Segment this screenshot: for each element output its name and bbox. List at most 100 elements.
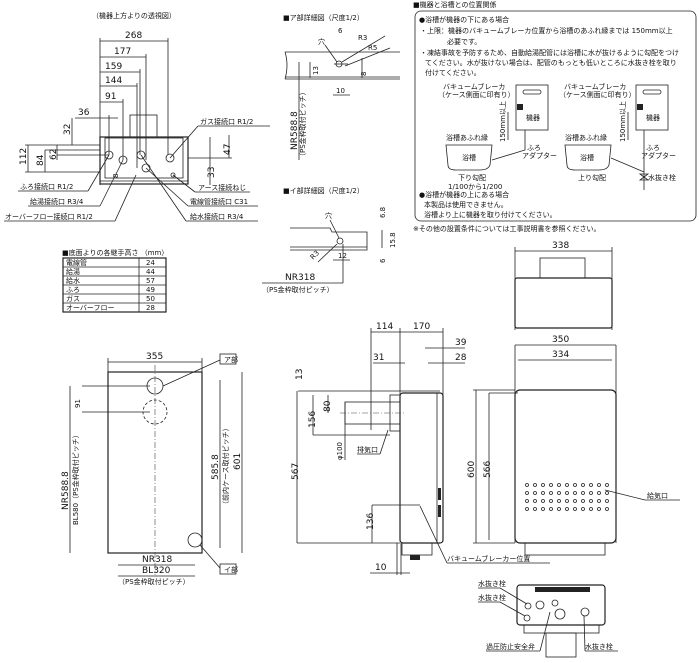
notes-drain: 水抜き栓	[648, 173, 676, 182]
notes-vb-note-right: （ケース側面に印有り）	[559, 90, 636, 99]
notes-rim-right: 浴槽あふれ縁	[565, 133, 607, 142]
dim-355: 355	[146, 352, 163, 362]
detail-b-6-8: 6.8	[379, 207, 387, 218]
table-cell-name: 給水	[66, 276, 80, 285]
side-view: 114 170 39 31 28 13 156 80 φ100 排気口 567 …	[291, 322, 550, 575]
detail-a-13: 13	[312, 66, 320, 75]
label-gas: ガス接続口 R1/2	[200, 117, 253, 126]
dim-334: 334	[552, 350, 569, 360]
notes-tub-right: 浴槽	[580, 153, 594, 162]
dim-28: 28	[455, 353, 467, 363]
detail-a-pitch: NR588.8	[290, 111, 300, 150]
dim-601: 601	[233, 453, 243, 470]
notes-vb-note-left: （ケース側面に印有り）	[438, 90, 515, 99]
notes-case2: ●浴槽が機器の上にある場合	[419, 190, 509, 199]
intake-grille	[525, 483, 609, 511]
dim-338: 338	[552, 241, 569, 251]
top-view: （機器上方よりの透視図） 268 177 159 144 91 36 112 8…	[4, 11, 270, 222]
notes-unit-left: 機器	[526, 113, 540, 122]
notes-adapter2-left: アダプター	[522, 151, 557, 160]
label-water: 給水接続口 R3/4	[190, 212, 244, 221]
notes-tub-left: 浴槽	[462, 153, 476, 162]
front-inner1: 585.8	[211, 454, 221, 480]
table-row: 給水 57	[66, 276, 155, 285]
table-cell-name: ガス	[66, 294, 80, 303]
dim-177: 177	[114, 47, 131, 57]
front-bottom3: （PS金枠取付ピッチ）	[118, 577, 190, 586]
dim-156: 156	[308, 411, 318, 428]
label-intake: 給気口	[647, 491, 668, 500]
label-part-a: ア部	[224, 355, 238, 364]
detail-a: ■ア部詳細図（尺度1/2） 穴 6 R3 R5 13 8 10 NR588.8 …	[283, 13, 400, 160]
table-row: 給湯 44	[66, 267, 155, 276]
table-cell-value: 44	[146, 268, 155, 276]
label-exhaust: 排気口	[357, 445, 378, 454]
front-bottom1: NR318	[142, 555, 172, 565]
notes-line2c: 付けてください。	[425, 68, 481, 77]
notes-adapter1-left: ふろ	[527, 144, 541, 152]
detail-a-8: 8	[360, 72, 368, 76]
notes-vb-right: バキュームブレーカ	[564, 82, 626, 91]
front-view: 338 350 334 600 566 給気口	[467, 241, 680, 556]
label-relief-valve: 過圧防止安全弁	[486, 642, 535, 651]
detail-b: ■イ部詳細図（尺度1/2） 穴 6.8 15.8 6 R3 12 NR318 （…	[262, 186, 397, 294]
dim-144: 144	[105, 76, 122, 86]
dim-47: 47	[223, 144, 233, 155]
notes-down-ratio: 1/100から1/200	[448, 183, 502, 191]
table-cell-name: 電線管	[66, 258, 87, 267]
label-conduit: 電線管接続口 C31	[190, 197, 248, 206]
detail-a-r5: R5	[368, 44, 377, 52]
dim-32: 32	[63, 124, 73, 135]
notes-title: ■機器と浴槽との位置関係	[413, 0, 497, 9]
notes-case1: ●浴槽が機器の下にある場合	[419, 15, 509, 24]
dim-159: 159	[105, 62, 122, 72]
notes-down: 下り勾配	[458, 173, 486, 182]
notes-line4: 浴槽より上に機器を取り付けてください。	[424, 210, 557, 219]
front-left-pitch2: BL580（PS金枠取付ピッチ）	[71, 431, 80, 525]
dim-91-front: 91	[74, 399, 82, 408]
front-bottom2: BL320	[142, 566, 171, 576]
label-overflow: オーバーフロー接続口 R1/2	[5, 212, 93, 221]
detail-b-pitch: NR318	[285, 273, 315, 283]
notes-line3: 本製品は使用できません。	[424, 200, 508, 209]
detail-a-title: ■ア部詳細図（尺度1/2）	[283, 13, 364, 22]
dim-136: 136	[366, 513, 376, 530]
detail-a-6: 6	[338, 27, 343, 35]
table-cell-value: 28	[146, 304, 155, 312]
table-cell-value: 57	[146, 277, 155, 285]
dim-350: 350	[552, 335, 569, 345]
notes-up: 上り勾配	[578, 173, 606, 182]
dim-31: 31	[373, 353, 384, 363]
table-cell-name: 給湯	[66, 267, 80, 276]
dim-600: 600	[467, 461, 477, 478]
notes-unit-right: 機器	[646, 113, 660, 122]
detail-b-6: 6	[379, 258, 387, 263]
table-row: 電線管 24	[66, 258, 155, 267]
notes-vb-left: バキュームブレーカ	[443, 82, 505, 91]
dim-567: 567	[291, 463, 301, 480]
dim-268: 268	[125, 31, 142, 41]
detail-a-hole: 穴	[318, 37, 325, 46]
detail-a-10: 10	[336, 87, 345, 95]
label-earth: アース接続ねじ	[198, 183, 246, 192]
detail-a-r3: R3	[358, 34, 367, 42]
dim-84: 84	[36, 154, 46, 166]
detail-a-pitch-note: （PS金枠取付ピッチ）	[298, 88, 307, 160]
table-cell-value: 49	[146, 286, 155, 294]
notes-adapter1-right: ふろ	[646, 144, 660, 152]
notes-line1a: ・上限：機器のバキュームブレーカ位置から浴槽のあふれ縁までは 150mm以上	[420, 26, 673, 35]
dim-39: 39	[455, 338, 467, 348]
detail-b-title: ■イ部詳細図（尺度1/2）	[283, 186, 364, 195]
dim-112: 112	[19, 148, 29, 165]
dim-8: 8	[112, 174, 120, 178]
detail-b-r3: R3	[309, 249, 321, 261]
dim-170: 170	[413, 322, 430, 332]
table-cell-value: 24	[146, 259, 155, 267]
notes-adapter2-right: アダプター	[641, 151, 676, 160]
label-bath: ふろ接続口 R1/2	[20, 182, 73, 191]
notes-footer: ※その他の設置条件については工事説明書を参照ください。	[413, 224, 601, 233]
dim-33: 33	[207, 167, 217, 178]
